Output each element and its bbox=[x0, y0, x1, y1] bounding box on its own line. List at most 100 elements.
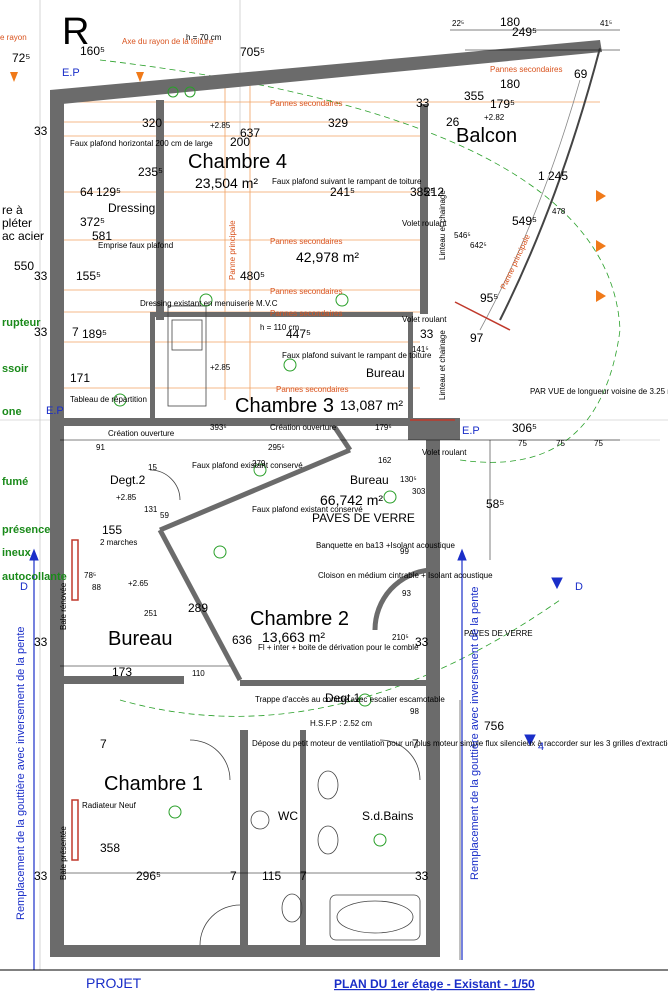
legend-7: présence bbox=[2, 524, 50, 536]
room-dressing: Dressing bbox=[108, 201, 155, 215]
note-marches: 2 marches bbox=[100, 538, 137, 547]
note-creation-2: Création ouverture bbox=[270, 423, 337, 432]
fixtures bbox=[167, 305, 421, 941]
note-fl-inter: Fl + inter + boite de dérivation pour le… bbox=[258, 643, 419, 652]
note-trappe: Trappe d'accès au comble avec escalier e… bbox=[255, 695, 445, 704]
dim-top-180: 180 bbox=[500, 15, 520, 29]
footer-title: PLAN DU 1er étage - Existant - 1/50 bbox=[334, 977, 535, 991]
dim-171: 171 bbox=[70, 371, 90, 385]
room-chambre4: Chambre 4 bbox=[188, 151, 287, 173]
note-creation-1: Création ouverture bbox=[108, 429, 175, 438]
dim-200: 200 bbox=[230, 135, 250, 149]
dim-131: 131 bbox=[144, 505, 158, 514]
legend-9: autocollante bbox=[2, 571, 67, 583]
area-chambre2: 13,663 m² bbox=[262, 629, 325, 645]
note-volet-1: Volet roulant bbox=[402, 219, 447, 228]
corner-letter: R bbox=[62, 11, 89, 53]
dim-385: 385⁵ bbox=[410, 185, 435, 199]
note-pannes-5: Pannes secondaires bbox=[276, 385, 349, 394]
note-h110: h = 110 cm bbox=[260, 323, 300, 332]
note-par-vue: PAR VUE de longueur voisine de 3.25 ml bbox=[530, 387, 668, 396]
area-chambre4: 23,504 m² bbox=[195, 175, 258, 191]
red-markers bbox=[71, 301, 511, 861]
dim-top-705: 705⁵ bbox=[240, 45, 265, 59]
dim-33a: 33 bbox=[34, 124, 48, 138]
dim-355: 355 bbox=[464, 89, 484, 103]
room-bureau-small: Bureau bbox=[366, 366, 405, 380]
dim-155: 155⁵ bbox=[76, 269, 101, 283]
dim-99: 99 bbox=[400, 547, 409, 556]
room-chambre3: Chambre 3 bbox=[235, 395, 334, 417]
lvl-265: +2.65 bbox=[128, 579, 149, 588]
dim-141: 141⁵ bbox=[412, 345, 429, 354]
note-pannes-6: Pannes secondaires bbox=[490, 65, 563, 74]
dim-33d: 33 bbox=[34, 635, 48, 649]
legend-1: pléter bbox=[2, 216, 32, 230]
note-faux-horizontal: Faux plafond horizontal 200 cm de large bbox=[70, 139, 213, 148]
toilet bbox=[281, 893, 303, 923]
dim-478: 478 bbox=[552, 207, 566, 216]
dim-33c: 33 bbox=[34, 325, 48, 339]
dim-33i: 33 bbox=[415, 869, 429, 883]
area-bureau-big: 66,742 m² bbox=[320, 492, 383, 508]
dim-top-41: 41⁵ bbox=[600, 19, 612, 28]
dim-top-249: 249⁵ bbox=[512, 25, 537, 39]
legend-5: one bbox=[2, 406, 22, 418]
dim-210: 210⁵ bbox=[392, 633, 409, 642]
legend-4: ssoir bbox=[2, 363, 29, 375]
note-panne-principale-1: Panne principale bbox=[228, 220, 237, 280]
dim-top-160: 160⁵ bbox=[80, 44, 105, 58]
dim-33h: 33 bbox=[415, 635, 429, 649]
dim-480: 480⁵ bbox=[240, 269, 265, 283]
dim-110: 110 bbox=[192, 669, 205, 678]
door-swings bbox=[149, 469, 421, 946]
dim-303: 303 bbox=[412, 487, 426, 496]
label-h70: h = 70 cm bbox=[186, 33, 222, 42]
section-four: 4 bbox=[538, 741, 544, 753]
note-radiateur: Radiateur Neuf bbox=[82, 801, 137, 810]
diagonal-walls bbox=[157, 418, 431, 682]
dim-7e: 7 bbox=[412, 737, 419, 751]
dim-78: 78⁵ bbox=[84, 571, 96, 580]
dim-top-22: 22⁵ bbox=[452, 19, 464, 28]
lvl-285a: +2.85 bbox=[210, 121, 231, 130]
dim-189: 189⁵ bbox=[82, 327, 107, 341]
dim-33g: 33 bbox=[420, 327, 434, 341]
legend-3: rupteur bbox=[2, 317, 41, 329]
dim-173: 173 bbox=[112, 665, 132, 679]
dim-251: 251 bbox=[144, 609, 158, 618]
dim-top-72: 72⁵ bbox=[12, 51, 30, 65]
dim-306: 306⁵ bbox=[512, 421, 537, 435]
dim-235: 235⁵ bbox=[138, 165, 163, 179]
dim-1245: 1 245 bbox=[538, 169, 568, 183]
note-pannes-2: Pannes secondaires bbox=[270, 237, 343, 246]
label-ep-top: E.P bbox=[62, 67, 80, 79]
section-ep-left: E.P bbox=[46, 405, 64, 417]
note-volet-3: Volet roulant bbox=[422, 448, 467, 457]
room-bureau-left: Bureau bbox=[108, 628, 173, 650]
dimension-lines bbox=[60, 29, 620, 960]
note-dressing-mv: Dressing existant en menuiserie M.V.C bbox=[140, 299, 278, 308]
dim-155b: 155 bbox=[102, 523, 122, 537]
dim-64: 64 bbox=[80, 185, 94, 199]
note-pannes-4: Pannes secondaires bbox=[270, 309, 343, 318]
room-degt1: Degt.1 bbox=[325, 691, 361, 705]
room-sdbains: S.d.Bains bbox=[362, 809, 413, 823]
section-ep-right: E.P bbox=[462, 425, 480, 437]
dim-88: 88 bbox=[92, 583, 101, 592]
blue-arrows bbox=[29, 548, 563, 970]
label-rayon: e rayon bbox=[0, 33, 27, 42]
note-bale-renovee: Bale rénovée bbox=[59, 582, 68, 630]
dim-115: 115 bbox=[262, 869, 281, 883]
dim-212: 212 bbox=[424, 185, 444, 199]
note-paves-2: PAVES DE VERRE bbox=[464, 629, 533, 638]
dim-447: 447⁵ bbox=[286, 327, 311, 341]
note-cloison: Cloison en médium cintrable + Isolant ac… bbox=[318, 571, 493, 580]
legend-8: ineux bbox=[2, 547, 32, 559]
dim-7c: 7 bbox=[300, 869, 307, 883]
room-chambre2: Chambre 2 bbox=[250, 608, 349, 630]
dim-320: 320 bbox=[142, 116, 162, 130]
dim-7a: 7 bbox=[72, 325, 79, 339]
dim-162: 162 bbox=[378, 456, 392, 465]
lvl-285c: +2.85 bbox=[116, 493, 137, 502]
